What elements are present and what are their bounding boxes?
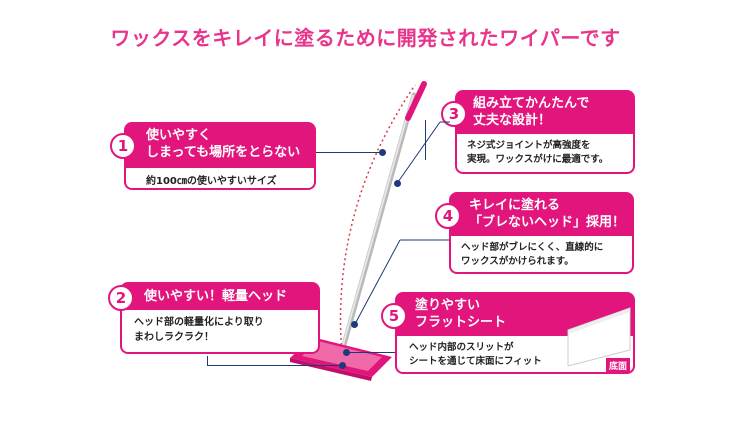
leader-dot-4 xyxy=(351,321,358,328)
feature-body: ヘッド部がブレにくく、直線的に ワックスがかけられます。 xyxy=(449,236,634,274)
flat-sheet-illustration xyxy=(567,307,631,367)
feature-body: 約100㎝の使いやすいサイズ xyxy=(124,168,316,190)
feature-number-2: 2 xyxy=(108,285,134,311)
feature-number-4: 4 xyxy=(435,203,461,229)
feature-heading: 使いやすく しまっても場所をとらない xyxy=(124,122,316,168)
feature-body: ヘッド部の軽量化により取り まわしラクラク！ xyxy=(120,310,320,354)
feature-card-4: キレイに塗れる 「ブレないヘッド」採用！ ヘッド部がブレにくく、直線的に ワック… xyxy=(449,192,634,274)
leader-dot-1 xyxy=(379,149,386,156)
leader-dot-3 xyxy=(394,180,401,187)
feature-number-3: 3 xyxy=(441,101,467,127)
leader-line-4 xyxy=(354,239,449,325)
sheet-bottom-label: 底面 xyxy=(606,358,631,373)
feature-heading: キレイに塗れる 「ブレないヘッド」採用！ xyxy=(449,192,634,236)
leader-line-3 xyxy=(425,120,426,160)
feature-heading: 組み立てかんたんで 丈夫な設計！ xyxy=(455,90,635,134)
feature-body: ネジ式ジョイントが高強度を 実現。ワックスがけに最適です。 xyxy=(455,134,635,174)
feature-number-1: 1 xyxy=(110,133,136,159)
feature-card-2: 使いやすい！軽量ヘッド ヘッド部の軽量化により取り まわしラクラク！ xyxy=(120,282,320,354)
feature-heading: 使いやすい！軽量ヘッド xyxy=(120,282,320,310)
wiper-grip xyxy=(405,81,427,121)
leader-line-1 xyxy=(316,152,382,153)
leader-dot-2 xyxy=(339,362,346,369)
leader-line-3-diagonal xyxy=(397,121,450,183)
swing-arc xyxy=(339,84,416,356)
leader-line-2 xyxy=(207,356,208,366)
feature-number-5: 5 xyxy=(381,303,407,329)
leader-dot-5 xyxy=(343,349,350,356)
leader-line-5 xyxy=(347,352,395,353)
feature-card-1: 使いやすく しまっても場所をとらない 約100㎝の使いやすいサイズ xyxy=(124,122,316,190)
feature-card-3: 組み立てかんたんで 丈夫な設計！ ネジ式ジョイントが高強度を 実現。ワックスがけ… xyxy=(455,90,635,174)
page-title: ワックスをキレイに塗るために開発されたワイパーです xyxy=(110,26,621,50)
feature-heading: 塗りやすい フラットシート xyxy=(395,292,635,336)
